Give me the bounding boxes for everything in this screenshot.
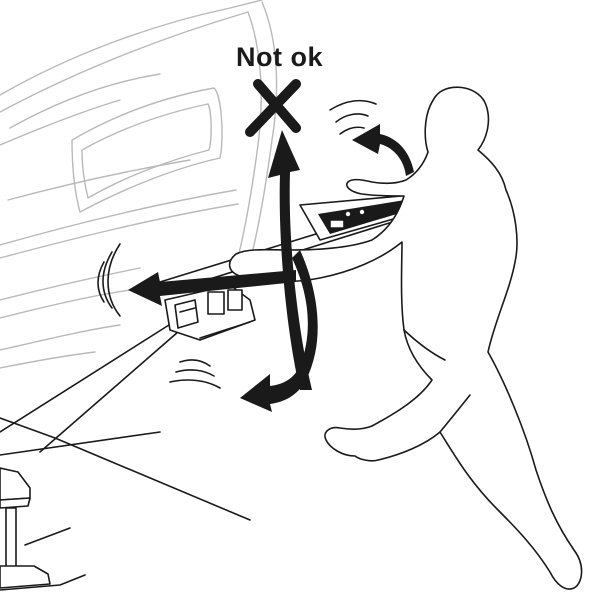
cross-mark-icon xyxy=(250,84,296,132)
calibration-stand xyxy=(0,468,85,590)
floor-lines xyxy=(0,318,250,520)
vibration-icon xyxy=(98,101,376,388)
not-ok-caption: Not ok xyxy=(236,42,323,73)
